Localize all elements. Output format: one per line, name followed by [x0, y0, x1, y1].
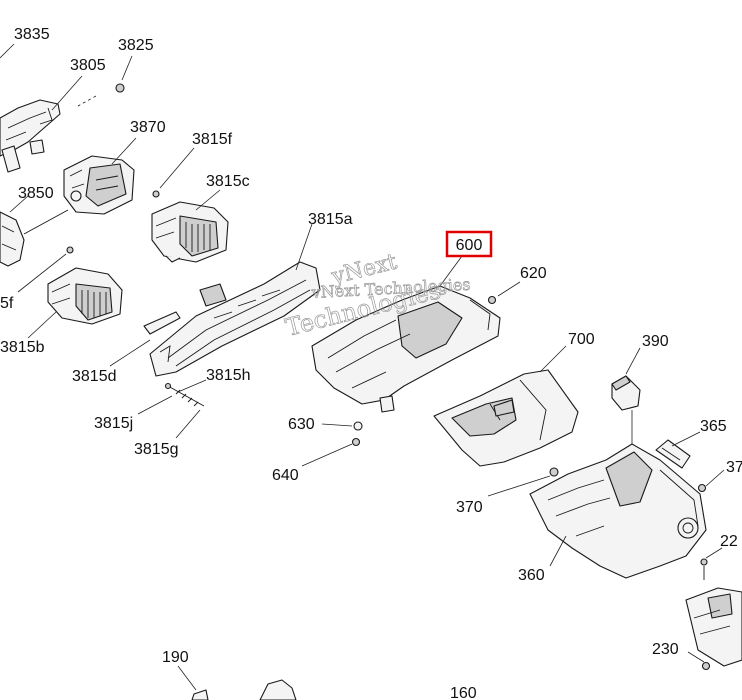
label-3815g: 3815g — [134, 441, 179, 458]
label-630: 630 — [288, 416, 315, 433]
part-700-cover — [433, 369, 579, 467]
label-3815c: 3815c — [206, 173, 250, 190]
part-3805-bracket — [0, 99, 61, 173]
part-3815b-module — [47, 267, 123, 325]
leader-lines — [0, 43, 725, 691]
part-3850-lamp — [0, 209, 69, 267]
fasteners — [66, 83, 711, 671]
label-230: 230 — [652, 641, 679, 658]
highlight-box-600 — [445, 230, 493, 258]
label-640: 640 — [272, 467, 299, 484]
label-3850: 3850 — [18, 185, 54, 202]
label-3815h: 3815h — [206, 367, 251, 384]
label-160: 160 — [450, 685, 477, 700]
callout-labels: 3835 3825 3805 3870 3815f 3815c 3850 381… — [0, 26, 742, 700]
label-3835: 3835 — [14, 26, 50, 43]
label-360: 360 — [518, 567, 545, 584]
part-360-console — [529, 443, 707, 579]
part-3815c-module — [151, 201, 229, 263]
part-bottom-fragments — [191, 679, 297, 700]
label-600-highlighted[interactable]: 600 — [456, 237, 483, 254]
label-190: 190 — [162, 649, 189, 666]
label-365: 365 — [700, 418, 727, 435]
label-3825: 3825 — [118, 37, 154, 54]
part-600-panel — [311, 285, 501, 413]
label-3815b: 3815b — [0, 339, 45, 356]
part-390-cap — [611, 375, 641, 411]
label-3815j: 3815j — [94, 415, 133, 432]
label-620: 620 — [520, 265, 547, 282]
part-right-assembly — [685, 587, 742, 667]
label-22: 22 — [720, 533, 738, 550]
label-37: 37 — [726, 459, 742, 476]
label-3870: 3870 — [130, 119, 166, 136]
label-370: 370 — [456, 499, 483, 516]
label-5f: 5f — [0, 295, 14, 312]
label-3805: 3805 — [70, 57, 106, 74]
label-390: 390 — [642, 333, 669, 350]
label-3815a: 3815a — [308, 211, 353, 228]
label-3815d: 3815d — [72, 368, 117, 385]
label-700: 700 — [568, 331, 595, 348]
part-3870-housing — [63, 155, 135, 215]
label-3815f: 3815f — [192, 131, 233, 148]
part-365-clip — [655, 439, 691, 469]
part-3815a-tray — [143, 261, 321, 377]
